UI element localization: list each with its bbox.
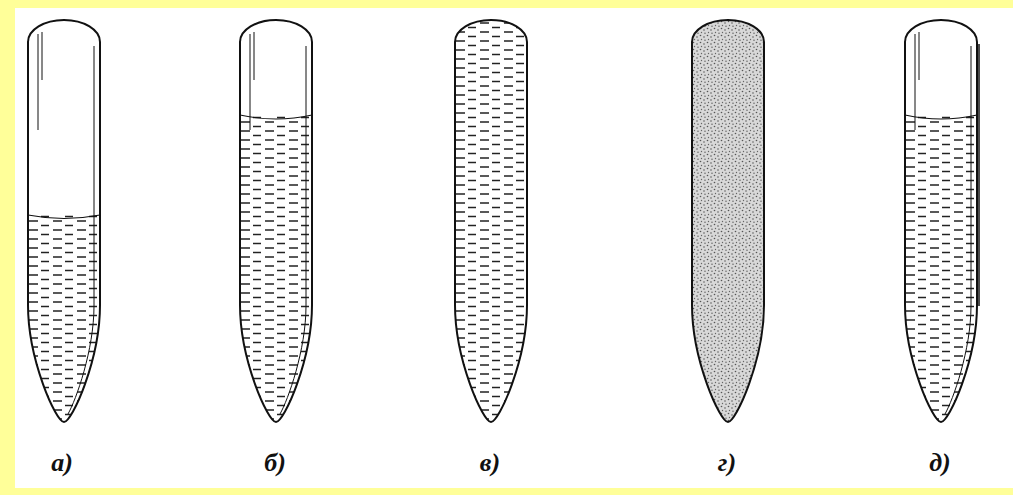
figure-letter: б) [264, 450, 286, 476]
figure-letter: а) [51, 450, 73, 476]
figure-letter: в) [480, 450, 500, 476]
figure-letter: д) [929, 450, 951, 476]
figure-letter: г) [718, 450, 736, 476]
